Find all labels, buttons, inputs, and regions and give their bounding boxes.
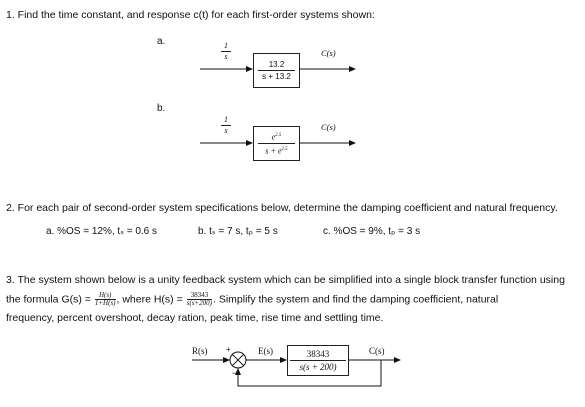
block-b-numerator-exponent: 2.5: [275, 133, 282, 138]
output-label-b: C(s): [321, 122, 336, 132]
g-formula-fraction: H(s) 1+H(s): [94, 291, 116, 307]
unity-feedback-path: [235, 360, 382, 387]
input-denominator: s: [224, 52, 228, 61]
forward-block-numerator: 38343: [306, 349, 330, 359]
spec-item-b: b. tₛ = 7 s, tₚ = 5 s: [198, 226, 278, 237]
h-formula-fraction: 38343 s(s+200): [186, 291, 212, 307]
output-label-a: C(s): [321, 48, 336, 58]
g-formula-numerator: H(s): [98, 291, 112, 299]
input-denominator: s: [224, 126, 228, 135]
question-3-line-2: the formula G(s) = H(s) 1+H(s) , where H…: [6, 292, 498, 307]
formula-middle: , where H(s) =: [116, 293, 186, 306]
question-3-line-3: frequency, percent overshoot, decay rati…: [6, 312, 384, 324]
block-b-numerator-base: e: [271, 132, 276, 142]
forward-block-denominator: s(s + 200): [299, 362, 337, 372]
forward-path-block: 38343 s(s + 200): [287, 345, 349, 376]
block-b-denominator-exponent: 2.5: [281, 146, 288, 152]
part-b-label: b.: [157, 103, 166, 114]
question-2-text: 2. For each pair of second-order system …: [6, 202, 558, 214]
diagram-input-label: R(s): [192, 346, 208, 356]
diagram-error-label: E(s): [258, 346, 273, 356]
input-numerator: 1: [224, 115, 228, 124]
summing-junction-cross: [231, 353, 245, 367]
input-numerator: 1: [224, 41, 228, 50]
spec-item-a: a. %OS = 12%, tₛ = 0.6 s: [46, 226, 158, 237]
diagram-output-label: C(s): [369, 346, 385, 356]
question-3-line-1: 3. The system shown below is a unity fee…: [6, 274, 565, 286]
spec-item-c: c. %OS = 9%, tₚ = 3 s: [323, 226, 421, 237]
h-formula-numerator: 38343: [190, 291, 209, 299]
block-a-numerator: 13.2: [268, 60, 285, 69]
part-a-label: a.: [157, 36, 166, 47]
block-a-denominator: s + 13.2: [262, 72, 291, 81]
input-step-b: 1 s: [221, 116, 231, 135]
summing-plus-sign: +: [226, 345, 231, 354]
transfer-block-a: 13.2 s + 13.2: [253, 53, 300, 88]
block-b-denominator-base: s + e: [265, 146, 282, 156]
input-step-a: 1 s: [221, 42, 231, 61]
h-formula-denominator: s(s+200): [186, 299, 212, 307]
g-formula-denominator: 1+H(s): [94, 299, 116, 307]
formula-suffix: . Simplify the system and find the dampi…: [213, 293, 499, 306]
question-1-text: 1. Find the time constant, and response …: [6, 9, 375, 21]
summing-minus-sign: −: [232, 368, 238, 378]
formula-prefix: the formula G(s) =: [6, 293, 94, 306]
